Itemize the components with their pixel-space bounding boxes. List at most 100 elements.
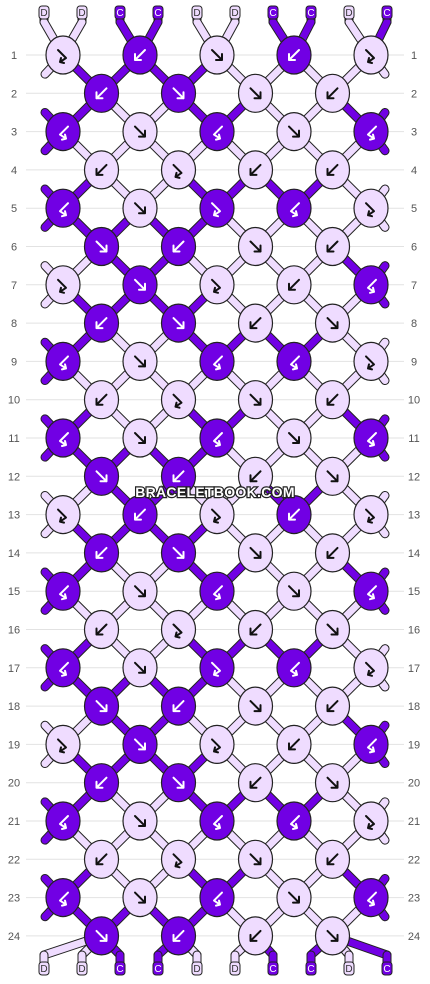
knot-arrow-icon	[290, 202, 300, 218]
knot-arrow-icon	[249, 546, 262, 559]
top-thread-end	[38, 5, 50, 20]
knot	[199, 418, 235, 458]
knot	[83, 226, 120, 267]
row-number-left: 1	[11, 50, 17, 62]
knot	[353, 265, 389, 305]
top-thread-end	[267, 5, 279, 20]
knot-arrow-icon	[249, 623, 262, 636]
row-number-right: 22	[408, 854, 420, 866]
knot	[83, 456, 120, 496]
knot	[199, 341, 235, 381]
row-number-right: 21	[408, 816, 420, 828]
knot-arrow-icon	[326, 163, 339, 176]
top-thread-label: D	[40, 8, 47, 19]
knot-arrow-icon	[326, 470, 339, 483]
knot-arrow-icon	[172, 317, 185, 330]
knot-arrow-icon	[95, 546, 108, 559]
row-number-left: 13	[8, 510, 20, 522]
knot-arrow-icon	[59, 661, 69, 677]
top-thread-end	[229, 5, 241, 20]
knot-arrow-icon	[134, 661, 146, 674]
top-thread-label: D	[345, 8, 352, 19]
knot-arrow-icon	[249, 87, 262, 100]
knot-arrow-icon	[326, 240, 339, 253]
knot	[122, 35, 158, 75]
bottom-thread-label: C	[116, 964, 123, 975]
knot	[160, 763, 197, 803]
top-thread-label: D	[231, 8, 238, 19]
bottom-thread-end	[267, 961, 279, 976]
knot	[353, 112, 389, 152]
knot	[122, 265, 158, 305]
bottom-thread-label: D	[78, 964, 85, 975]
knot-arrow-icon	[95, 317, 108, 330]
knot-arrow-icon	[365, 202, 375, 218]
knot	[353, 494, 389, 535]
knot-arrow-icon	[95, 163, 108, 176]
bottom-thread-label: C	[154, 964, 161, 975]
knot-arrow-icon	[172, 700, 185, 713]
bottom-thread-end	[305, 961, 317, 976]
row-number-left: 21	[8, 816, 20, 828]
row-number-left: 11	[8, 433, 19, 445]
knot-arrow-icon	[290, 815, 300, 830]
knot	[314, 839, 351, 879]
top-thread-end	[76, 5, 88, 20]
top-thread-label: D	[193, 8, 200, 19]
knot-arrow-icon	[213, 585, 223, 601]
knot-arrow-icon	[59, 202, 69, 218]
knot-arrow-icon	[95, 929, 108, 942]
row-number-right: 19	[408, 739, 420, 751]
knot-arrow-icon	[288, 432, 300, 444]
knot-arrow-icon	[57, 738, 67, 754]
knot	[83, 916, 120, 956]
knot-arrow-icon	[365, 355, 375, 371]
top-thread-label: D	[78, 8, 85, 19]
bottom-thread-end	[343, 961, 355, 976]
knot-arrow-icon	[95, 776, 108, 789]
knot	[160, 150, 197, 190]
knot-arrow-icon	[172, 240, 185, 253]
row-number-right: 23	[408, 893, 420, 905]
knot-arrow-icon	[249, 929, 262, 942]
bottom-thread-end	[114, 961, 126, 976]
knot	[45, 877, 81, 918]
knot-arrow-icon	[326, 623, 339, 636]
knot-arrow-icon	[249, 393, 262, 406]
knot-arrow-icon	[172, 776, 185, 789]
knot-arrow-icon	[95, 853, 108, 866]
knot	[276, 724, 312, 765]
top-thread-end	[305, 5, 317, 20]
knot	[160, 686, 197, 726]
knot	[314, 686, 351, 726]
knot	[353, 35, 389, 75]
knot-arrow-icon	[134, 202, 146, 215]
knot-arrow-icon	[57, 278, 67, 294]
row-number-right: 3	[411, 127, 417, 139]
bottom-thread-end	[191, 961, 203, 976]
knot-arrow-icon	[95, 623, 108, 636]
knot-arrow-icon	[95, 700, 108, 713]
top-thread-label: C	[383, 8, 390, 19]
top-thread-label: C	[307, 8, 314, 19]
knot	[45, 188, 81, 228]
bottom-thread-label: D	[231, 964, 238, 975]
row-number-right: 24	[408, 931, 420, 943]
top-thread-label: C	[154, 8, 161, 19]
row-number-left: 5	[11, 203, 17, 215]
knot-arrow-icon	[326, 929, 339, 942]
knot	[237, 456, 274, 496]
knot-arrow-icon	[213, 815, 223, 830]
row-number-right: 13	[408, 510, 420, 522]
row-number-right: 1	[411, 50, 417, 62]
knot	[122, 648, 158, 688]
top-thread-end	[191, 5, 203, 20]
knot	[276, 801, 312, 841]
knot-arrow-icon	[134, 738, 146, 751]
knot	[314, 226, 351, 267]
knot-arrow-icon	[95, 87, 108, 100]
row-number-right: 15	[408, 586, 420, 598]
knot-arrow-icon	[326, 776, 339, 789]
knot-arrow-icon	[172, 87, 185, 100]
